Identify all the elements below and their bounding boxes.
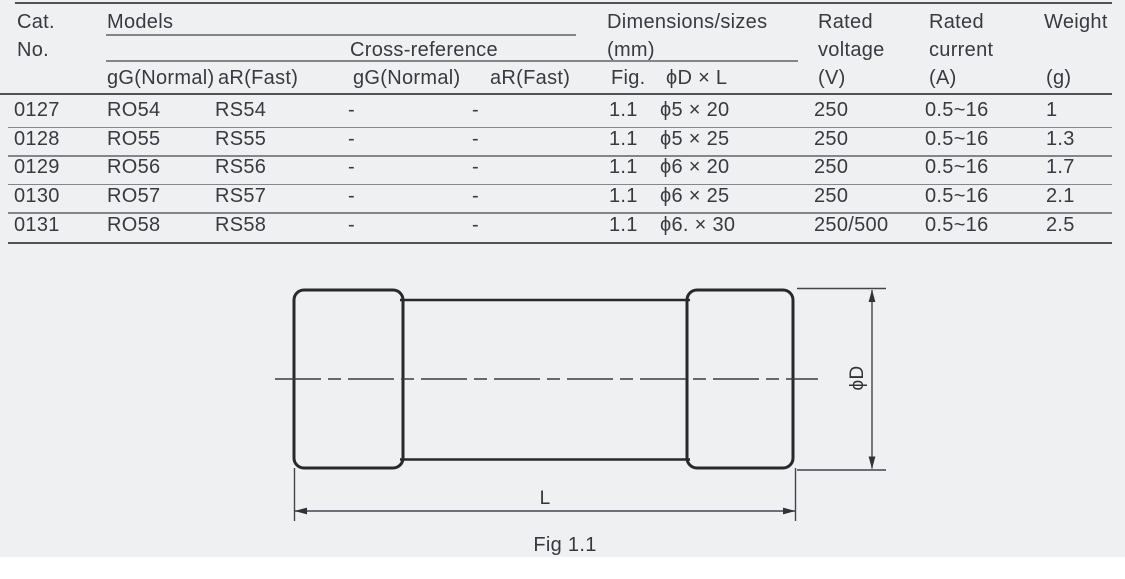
cell-model-gg: RO54 <box>107 99 161 121</box>
header-weight-3: (g) <box>1046 67 1072 89</box>
subgroup-rule <box>106 60 798 62</box>
cell-model-gg: RO55 <box>107 128 161 150</box>
cell-fig: 1.1 <box>609 156 638 178</box>
cell-voltage: 250/500 <box>814 214 889 236</box>
header-rated-current-1: Rated <box>929 11 984 33</box>
cell-cross-gg: - <box>348 128 355 150</box>
cell-cross-ar: - <box>472 185 479 207</box>
cell-voltage: 250 <box>814 99 849 121</box>
cell-cat: 0129 <box>14 156 60 178</box>
subheader-models-gg: gG(Normal) <box>107 67 215 89</box>
header-rated-current-3: (A) <box>929 67 957 89</box>
header-dimensions-unit: (mm) <box>607 39 655 61</box>
subheader-dxl: ϕD × L <box>666 67 728 89</box>
subheader-cross-ar: aR(Fast) <box>490 67 571 89</box>
cell-cross-ar: - <box>472 128 479 150</box>
cell-cat: 0130 <box>14 185 60 207</box>
dim-d-arrow-top <box>868 289 876 302</box>
subheader-models-ar: aR(Fast) <box>218 67 299 89</box>
cell-cross-ar: - <box>472 156 479 178</box>
dim-l-arrow-right <box>783 507 796 515</box>
dim-d-arrow-bottom <box>868 456 876 469</box>
cell-cat: 0128 <box>14 128 60 150</box>
header-cross-reference: Cross-reference <box>350 39 498 61</box>
table-bottom-rule <box>8 242 1112 244</box>
cell-weight: 1.7 <box>1046 156 1075 178</box>
cell-fig: 1.1 <box>609 185 638 207</box>
cell-voltage: 250 <box>814 128 849 150</box>
cell-weight: 1.3 <box>1046 128 1075 150</box>
cell-dxl: ϕ6 × 25 <box>660 185 730 207</box>
header-rated-voltage-2: voltage <box>818 39 885 61</box>
cell-weight: 1 <box>1046 99 1058 121</box>
row-rule-4 <box>8 212 1112 214</box>
cell-model-gg: RO58 <box>107 214 161 236</box>
cell-voltage: 250 <box>814 156 849 178</box>
cell-cat: 0127 <box>14 99 60 121</box>
dim-l-label: L <box>540 488 551 509</box>
cell-fig: 1.1 <box>609 99 638 121</box>
header-rated-current-2: current <box>929 39 994 61</box>
cell-model-ar: RS55 <box>215 128 267 150</box>
cell-current: 0.5~16 <box>925 185 989 207</box>
cell-model-ar: RS56 <box>215 156 267 178</box>
table-top-rule <box>15 2 1112 4</box>
cell-current: 0.5~16 <box>925 214 989 236</box>
row-rule-2 <box>8 155 1112 157</box>
cell-model-gg: RO57 <box>107 185 161 207</box>
cell-model-gg: RO56 <box>107 156 161 178</box>
header-no: No. <box>17 39 50 61</box>
cell-fig: 1.1 <box>609 128 638 150</box>
subheader-fig: Fig. <box>611 67 646 89</box>
header-cat: Cat. <box>17 11 55 33</box>
cell-dxl: ϕ5 × 20 <box>660 99 730 121</box>
header-weight-1: Weight <box>1044 11 1108 33</box>
cell-dxl: ϕ6 × 20 <box>660 156 730 178</box>
header-dimensions: Dimensions/sizes <box>607 11 768 33</box>
header-models: Models <box>107 11 174 33</box>
cell-weight: 2.5 <box>1046 214 1075 236</box>
header-bottom-rule <box>0 93 1112 95</box>
cell-cross-gg: - <box>348 185 355 207</box>
cell-cross-ar: - <box>472 99 479 121</box>
page-footer-strip <box>0 557 1125 579</box>
dim-d-label: ϕD <box>847 366 868 391</box>
models-group-rule <box>106 34 576 36</box>
cell-cat: 0131 <box>14 214 60 236</box>
dim-l-arrow-left <box>294 507 307 515</box>
cell-dxl: ϕ6. × 30 <box>660 214 736 236</box>
figure-caption: Fig 1.1 <box>533 534 597 556</box>
row-rule-1 <box>8 126 1112 128</box>
cell-current: 0.5~16 <box>925 156 989 178</box>
cell-dxl: ϕ5 × 25 <box>660 128 730 150</box>
cell-model-ar: RS57 <box>215 185 267 207</box>
header-rated-voltage-1: Rated <box>818 11 873 33</box>
cell-cross-gg: - <box>348 156 355 178</box>
cell-voltage: 250 <box>814 185 849 207</box>
cell-model-ar: RS58 <box>215 214 267 236</box>
header-rated-voltage-3: (V) <box>818 67 846 89</box>
cell-fig: 1.1 <box>609 214 638 236</box>
cell-cross-gg: - <box>348 214 355 236</box>
cell-model-ar: RS54 <box>215 99 267 121</box>
subheader-cross-gg: gG(Normal) <box>353 67 461 89</box>
cell-weight: 2.1 <box>1046 185 1075 207</box>
cell-cross-ar: - <box>472 214 479 236</box>
cell-current: 0.5~16 <box>925 128 989 150</box>
cell-cross-gg: - <box>348 99 355 121</box>
cell-current: 0.5~16 <box>925 99 989 121</box>
row-rule-3 <box>8 183 1112 185</box>
